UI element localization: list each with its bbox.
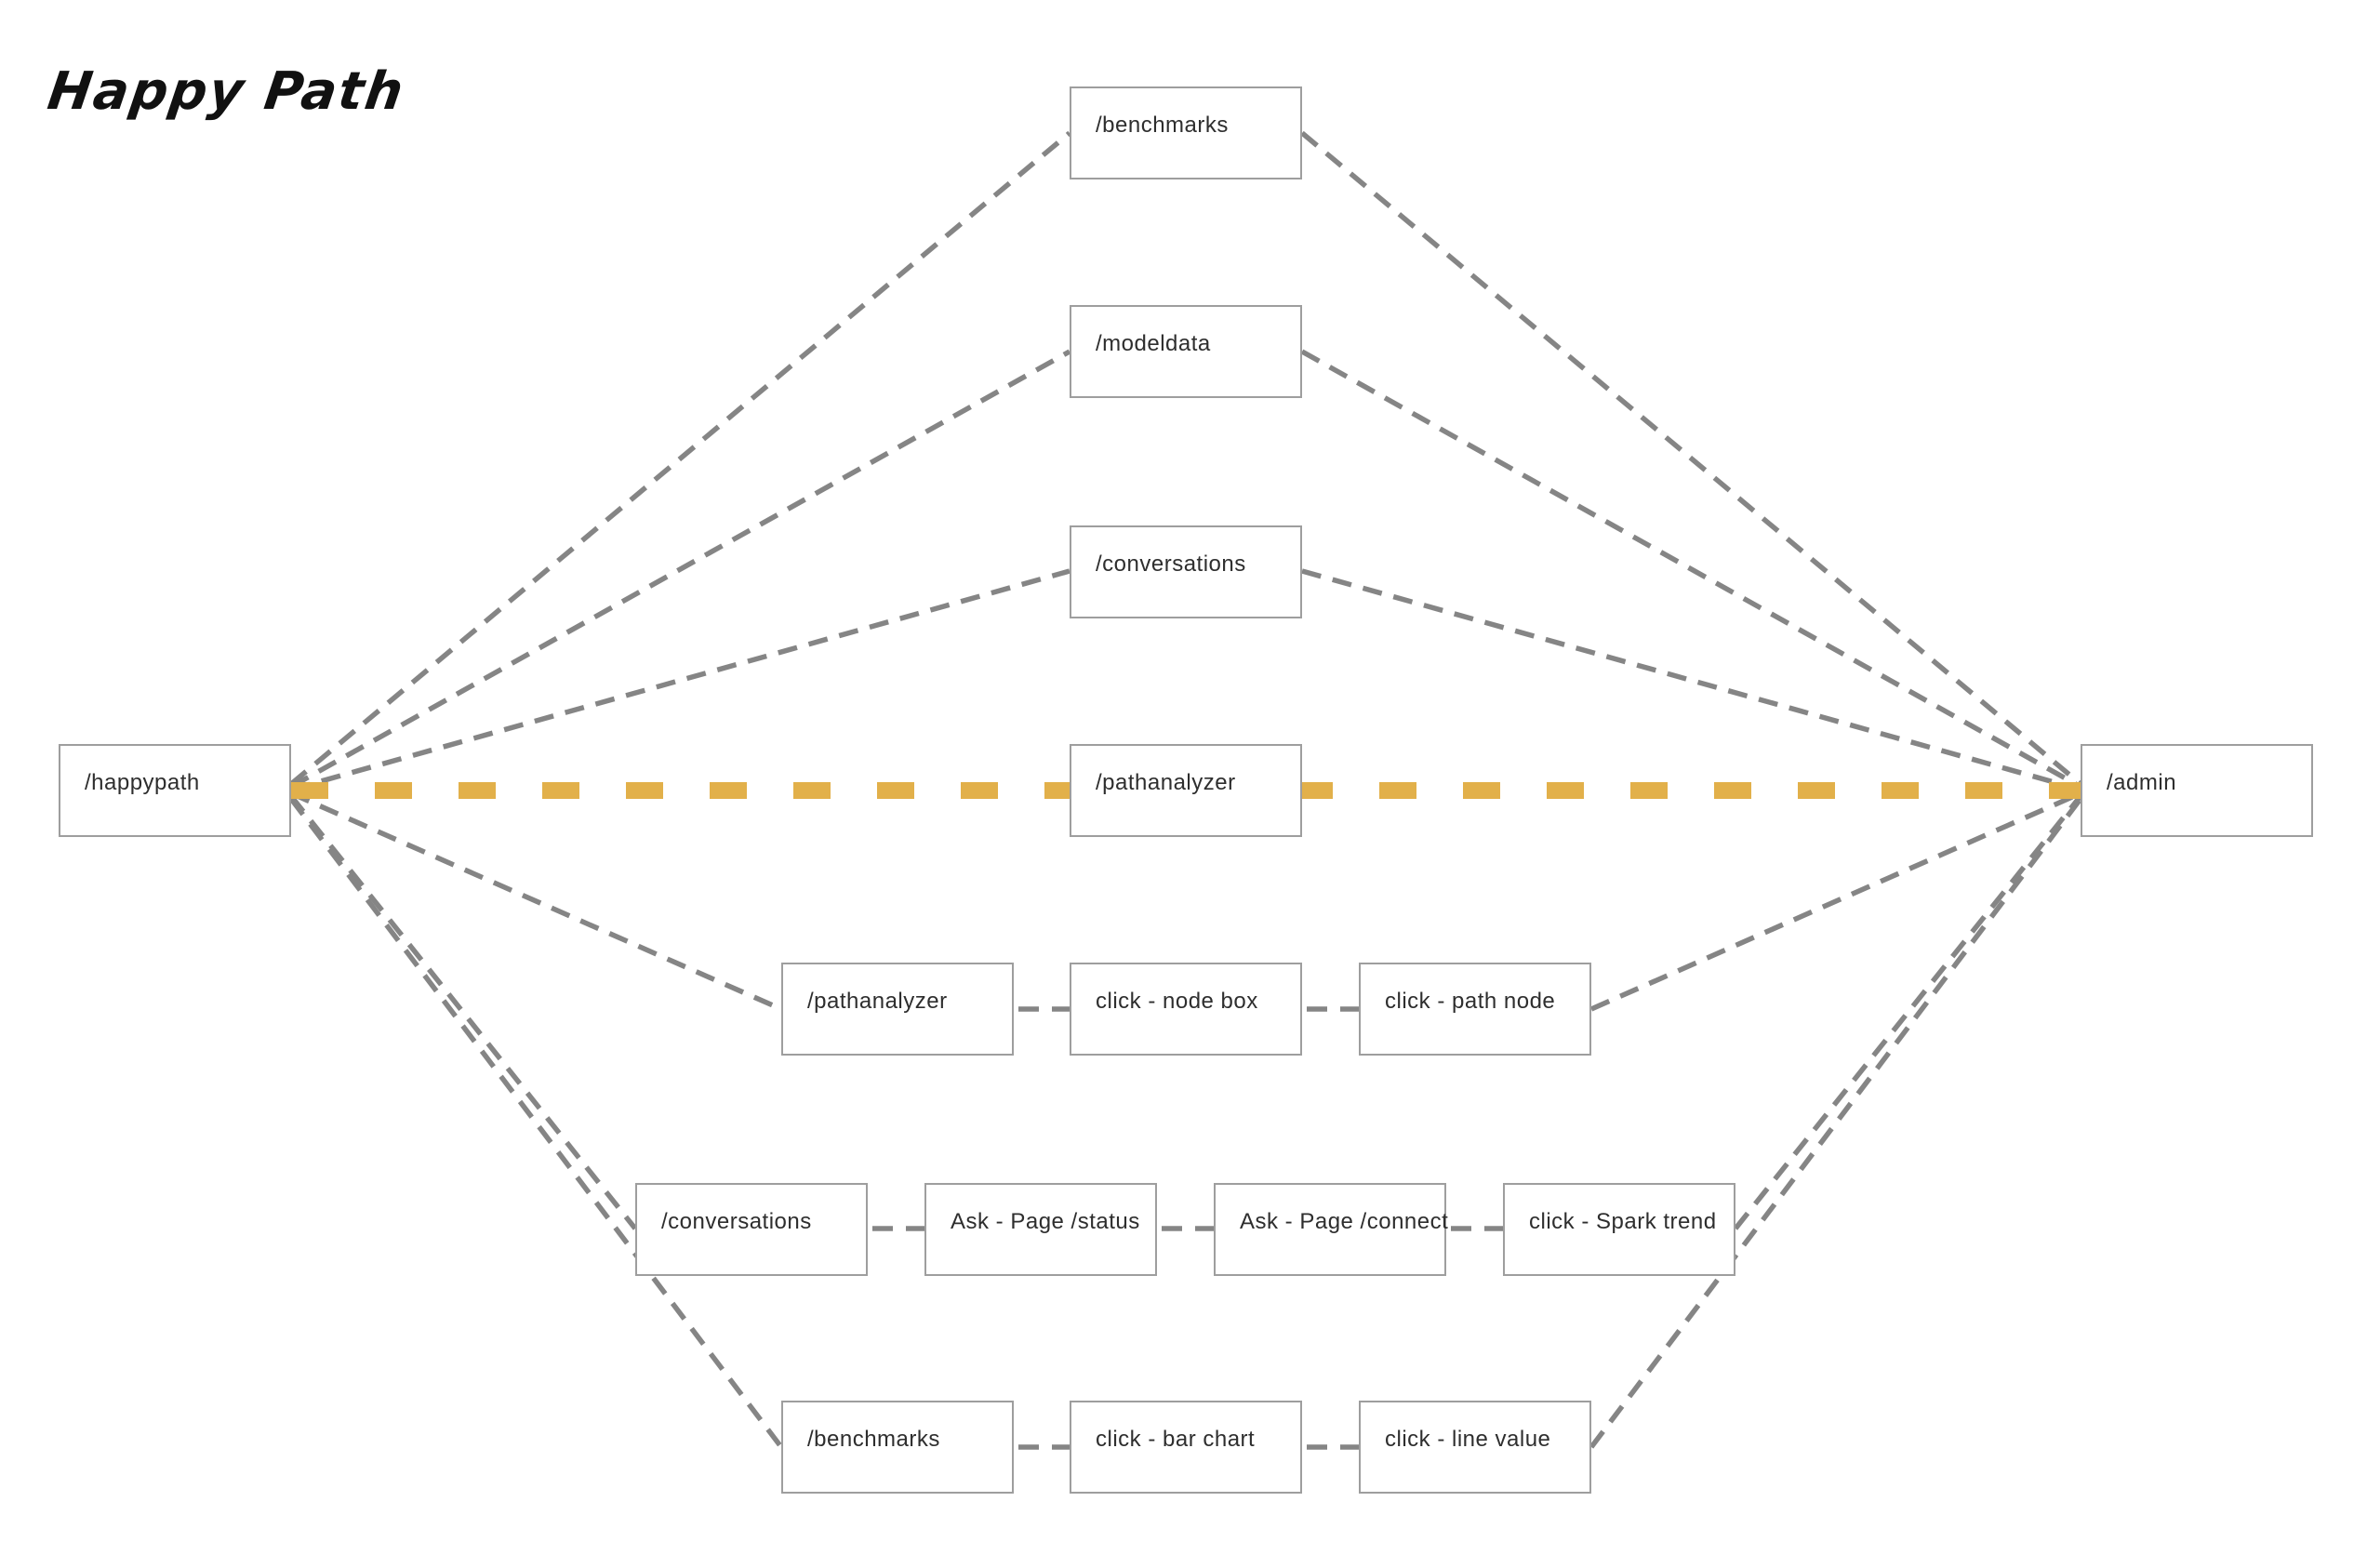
- node-admin[interactable]: /admin: [2081, 744, 2313, 837]
- node-row1-click-node-box-label: click - node box: [1096, 989, 1258, 1014]
- node-row2-ask-page-connect-label: Ask - Page /connect: [1240, 1209, 1449, 1234]
- edge-happypath-to-conversations: [290, 568, 1070, 792]
- node-benchmarks-label: /benchmarks: [1096, 113, 1229, 138]
- node-pathanalyzer-label: /pathanalyzer: [1096, 770, 1236, 795]
- edge-modeldata-to-admin: [1300, 349, 2082, 790]
- node-row2-conversations[interactable]: /conversations: [635, 1183, 868, 1276]
- node-row1-click-path-node[interactable]: click - path node: [1359, 963, 1591, 1056]
- node-pathanalyzer[interactable]: /pathanalyzer: [1070, 744, 1302, 837]
- node-benchmarks[interactable]: /benchmarks: [1070, 86, 1302, 179]
- edge-benchmarks-to-admin: [1300, 130, 2082, 787]
- node-row3-benchmarks-label: /benchmarks: [807, 1427, 940, 1452]
- diagram-title: Happy Path: [44, 61, 409, 122]
- node-row2-ask-page-status-label: Ask - Page /status: [951, 1209, 1140, 1234]
- node-row2-conversations-label: /conversations: [661, 1209, 812, 1234]
- node-row1-pathanalyzer[interactable]: /pathanalyzer: [781, 963, 1014, 1056]
- edge-happypath-to-modeldata: [289, 349, 1071, 790]
- node-row2-ask-page-status[interactable]: Ask - Page /status: [924, 1183, 1157, 1276]
- node-conversations[interactable]: /conversations: [1070, 525, 1302, 618]
- edge-happypath-to-benchmarks: [289, 130, 1071, 787]
- edge-happypath-to-row1-pathanalyzer: [289, 791, 783, 1012]
- node-row2-click-spark-trend-label: click - Spark trend: [1529, 1209, 1717, 1234]
- node-row1-click-path-node-label: click - path node: [1385, 989, 1556, 1014]
- edge-conversations-to-admin: [1301, 568, 2081, 792]
- node-conversations-label: /conversations: [1096, 551, 1246, 577]
- edge-row1-pathnode-to-admin: [1589, 791, 2082, 1012]
- node-row3-benchmarks[interactable]: /benchmarks: [781, 1401, 1014, 1494]
- node-modeldata-label: /modeldata: [1096, 331, 1211, 356]
- node-row3-click-line-value-label: click - line value: [1385, 1427, 1551, 1452]
- node-row3-click-bar-chart-label: click - bar chart: [1096, 1427, 1256, 1452]
- node-admin-label: /admin: [2107, 770, 2177, 795]
- node-happypath-label: /happypath: [85, 770, 200, 795]
- node-modeldata[interactable]: /modeldata: [1070, 305, 1302, 398]
- edge-row2-sparktrend-to-admin: [1733, 794, 2083, 1230]
- node-happypath[interactable]: /happypath: [59, 744, 291, 837]
- edge-happypath-to-row3-benchmarks: [288, 797, 784, 1449]
- node-row1-click-node-box[interactable]: click - node box: [1070, 963, 1302, 1056]
- node-row3-click-bar-chart[interactable]: click - bar chart: [1070, 1401, 1302, 1494]
- edge-happypath-to-row2-conversations: [288, 794, 638, 1230]
- node-row3-click-line-value[interactable]: click - line value: [1359, 1401, 1591, 1494]
- edge-row3-linevalue-to-admin: [1589, 797, 2083, 1449]
- node-row2-click-spark-trend[interactable]: click - Spark trend: [1503, 1183, 1735, 1276]
- node-row1-pathanalyzer-label: /pathanalyzer: [807, 989, 948, 1014]
- node-row2-ask-page-connect[interactable]: Ask - Page /connect: [1214, 1183, 1449, 1276]
